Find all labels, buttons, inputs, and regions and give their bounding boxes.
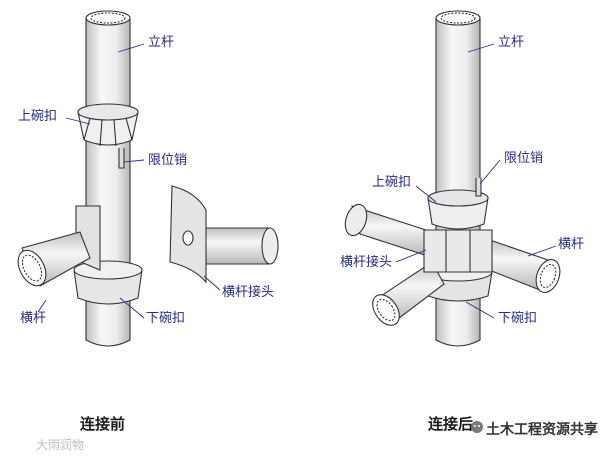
right-label-limit-pin: 限位销 — [504, 151, 544, 166]
right-upper-bowl — [427, 197, 489, 230]
left-caption: 连接前 — [80, 415, 126, 433]
wechat-icon — [471, 421, 483, 433]
left-label-vertical-pole: 立杆 — [148, 35, 175, 50]
left-lower-bowl — [73, 269, 143, 305]
left-label-lower-bowl: 下碗扣 — [146, 311, 186, 326]
right-label-vertical-pole: 立杆 — [498, 35, 525, 50]
right-caption: 连接后 — [428, 415, 474, 433]
right-assembly — [344, 10, 561, 347]
right-label-lower-bowl: 下碗扣 — [498, 311, 538, 326]
left-upper-bowl — [77, 111, 139, 146]
left-label-limit-pin: 限位销 — [148, 153, 188, 168]
left-assembly — [17, 10, 279, 347]
right-label-upper-bowl: 上碗扣 — [372, 175, 412, 190]
right-crossbar-joint — [423, 229, 493, 273]
left-label-crossbar-joint: 横杆接头 — [222, 285, 275, 300]
left-label-upper-bowl: 上碗扣 — [18, 109, 58, 124]
left-label-crossbar: 横杆 — [20, 311, 47, 326]
right-label-crossbar-joint: 横杆接头 — [340, 255, 393, 270]
right-limit-pin — [475, 178, 482, 197]
left-crossbar-joint — [169, 185, 279, 284]
brand-text: 土木工程资源共享 — [486, 422, 598, 438]
watermark: 大雨润物 — [36, 438, 85, 452]
right-label-crossbar: 横杆 — [558, 237, 585, 252]
left-limit-pin — [118, 148, 125, 169]
